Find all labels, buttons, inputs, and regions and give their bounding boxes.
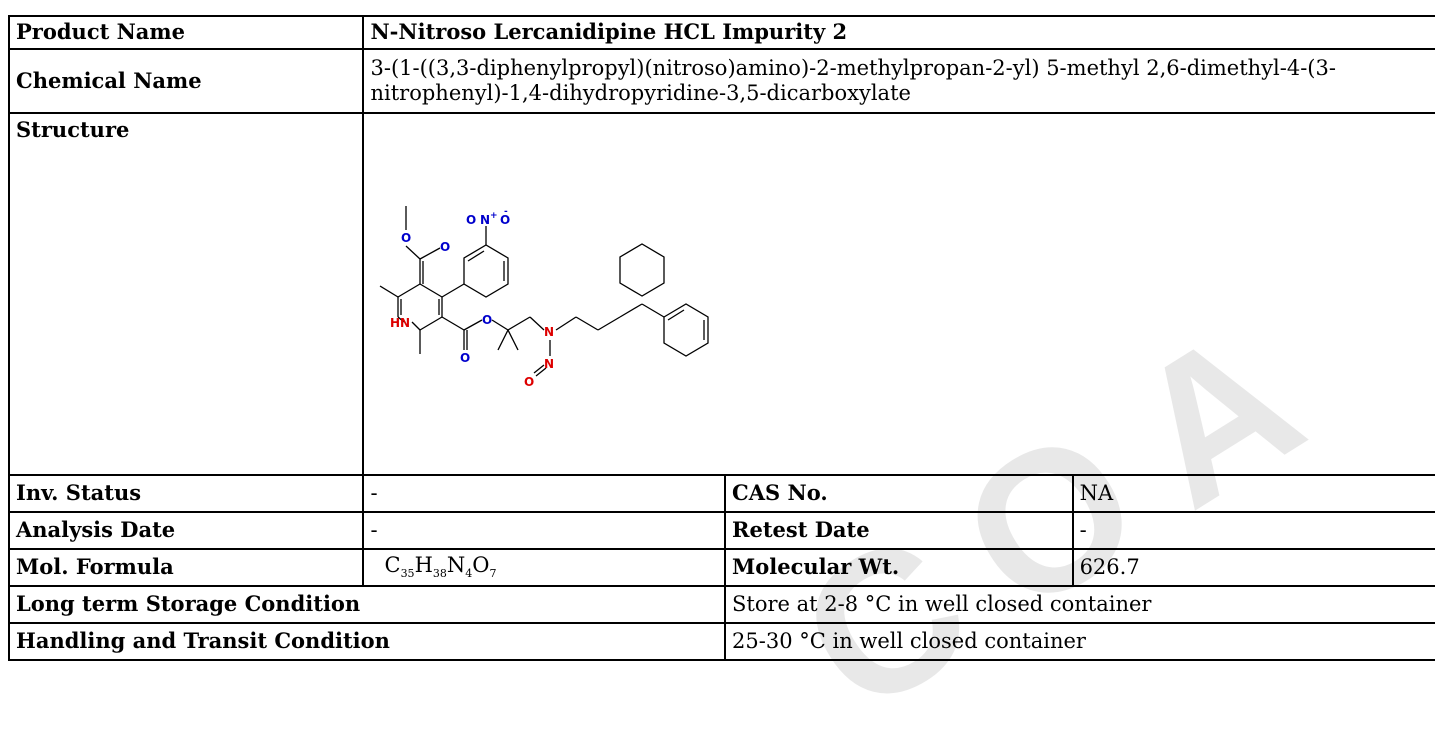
atom-o-lower-double: O	[460, 351, 470, 365]
product-name-value: N-Nitroso Lercanidipine HCL Impurity 2	[362, 15, 1435, 50]
retest-date-value: -	[1071, 511, 1435, 550]
atom-o-lower-single: O	[482, 313, 492, 327]
chemical-structure-diagram: O O O O O N + - HN N N O O	[380, 206, 710, 389]
structure-label: Structure	[7, 112, 365, 476]
row-inv-status: Inv. Status - CAS No. NA	[7, 474, 1435, 513]
atom-nitro-plus: +	[490, 211, 498, 221]
atom-nitro-minus: -	[504, 207, 508, 217]
atom-o-ester-double: O	[440, 240, 450, 254]
atom-o-nitro-right: O	[500, 213, 510, 227]
handling-value: 25-30 °C in well closed container	[724, 622, 1435, 661]
row-storage: Long term Storage Condition Store at 2-8…	[7, 585, 1435, 624]
mol-formula-label: Mol. Formula	[7, 548, 365, 587]
storage-label: Long term Storage Condition	[7, 585, 727, 624]
inv-status-label: Inv. Status	[7, 474, 365, 513]
inv-status-value: -	[362, 474, 727, 513]
handling-label: Handling and Transit Condition	[7, 622, 727, 661]
atom-hn: HN	[390, 316, 410, 330]
row-chemical-name: Chemical Name 3-(1-((3,3-diphenylpropyl)…	[7, 48, 1435, 114]
atom-n-amine: N	[544, 325, 554, 339]
atom-n-nitroso: N	[544, 357, 554, 371]
row-handling: Handling and Transit Condition 25-30 °C …	[7, 622, 1435, 661]
atom-n-nitro: N	[480, 213, 490, 227]
row-analysis-date: Analysis Date - Retest Date -	[7, 511, 1435, 550]
coa-table: Product Name N-Nitroso Lercanidipine HCL…	[7, 15, 1435, 661]
chemical-name-value: 3-(1-((3,3-diphenylpropyl)(nitroso)amino…	[362, 48, 1435, 114]
row-structure: Structure	[7, 112, 1435, 476]
atom-o-nitroso: O	[524, 375, 534, 389]
storage-value: Store at 2-8 °C in well closed container	[724, 585, 1435, 624]
atom-o-ester-single: O	[401, 231, 411, 245]
analysis-date-value: -	[362, 511, 727, 550]
molecular-wt-label: Molecular Wt.	[724, 548, 1074, 587]
atom-o-nitro-left: O	[466, 213, 476, 227]
product-name-label: Product Name	[7, 15, 365, 50]
row-product-name: Product Name N-Nitroso Lercanidipine HCL…	[7, 15, 1435, 50]
molecular-wt-value: 626.7	[1071, 548, 1435, 587]
retest-date-label: Retest Date	[724, 511, 1074, 550]
structure-cell: O O O O O N + - HN N N O O	[362, 112, 1435, 476]
analysis-date-label: Analysis Date	[7, 511, 365, 550]
row-mol-formula: Mol. Formula C35H38N4O7 Molecular Wt. 62…	[7, 548, 1435, 587]
cas-no-value: NA	[1071, 474, 1435, 513]
mol-formula-value: C35H38N4O7	[362, 548, 727, 587]
chemical-name-label: Chemical Name	[7, 48, 365, 114]
cas-no-label: CAS No.	[724, 474, 1074, 513]
